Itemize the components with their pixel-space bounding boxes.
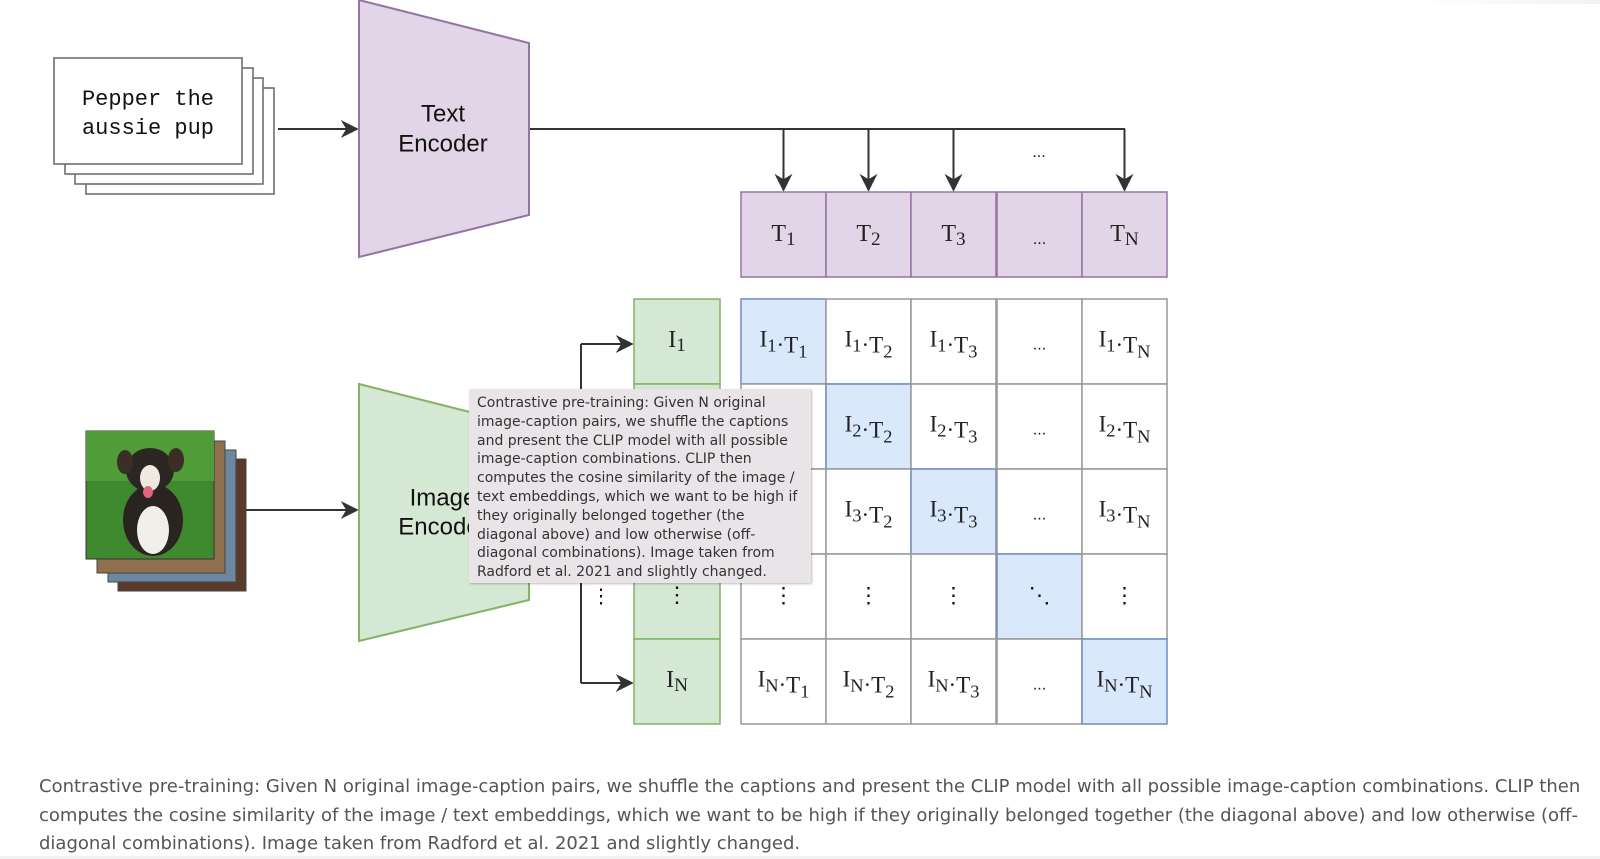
- matrix-ellipsis: ...: [1033, 507, 1046, 524]
- image-token-vdots: ⋮: [666, 582, 688, 607]
- text-token-label: T3: [941, 221, 965, 251]
- matrix-cell: [825, 638, 912, 725]
- image-token-cell: [633, 638, 721, 725]
- matrix-cell: [910, 298, 997, 385]
- matrix-product: IN·T1: [758, 667, 810, 702]
- matrix-ddots: ⋱: [1029, 582, 1051, 607]
- matrix-vdots: ⋮: [858, 582, 880, 607]
- figure-caption: Contrastive pre-training: Given N origin…: [39, 776, 1581, 854]
- puppy-ear: [168, 448, 184, 472]
- text-encoder-label: Encoder: [398, 130, 487, 157]
- matrix-vdots: ⋮: [773, 582, 795, 607]
- text-encoder-label: Text: [421, 100, 465, 127]
- matrix-ellipsis: ...: [1033, 422, 1046, 439]
- matrix-product: I3·T2: [845, 497, 893, 532]
- matrix-ellipsis: ...: [1033, 677, 1046, 694]
- text-arrow-ellipsis: ...: [1032, 144, 1045, 161]
- matrix-product: IN·TN: [1097, 667, 1153, 702]
- puppy-ear: [117, 450, 133, 474]
- matrix-cell-diagonal: [740, 298, 827, 385]
- matrix-product: I1·T3: [930, 327, 978, 362]
- image-token-label: IN: [666, 667, 688, 697]
- text-token-cell: [910, 191, 997, 278]
- matrix-cell: [1081, 553, 1168, 640]
- puppy-tongue: [143, 486, 153, 498]
- matrix-cell: [910, 383, 997, 470]
- matrix-cell-diagonal: [996, 553, 1083, 640]
- image-encoder-label: Image: [410, 484, 477, 511]
- text-encoder: [358, 0, 530, 259]
- caption-card: [53, 57, 243, 165]
- matrix-cell: [1081, 298, 1168, 385]
- matrix-cell-diagonal: [910, 468, 997, 555]
- matrix-cell: [996, 298, 1083, 385]
- puppy-photo-content: [86, 431, 214, 556]
- matrix-cell-diagonal: [1081, 638, 1168, 725]
- matrix-cell: [825, 468, 912, 555]
- text-token-cell: [740, 191, 827, 278]
- matrix-vdots: ⋮: [1114, 582, 1136, 607]
- matrix-cell: [910, 553, 997, 640]
- matrix-product: I1·T1: [760, 327, 808, 362]
- matrix-product: I2·T2: [845, 412, 893, 447]
- matrix-cell-diagonal: [825, 383, 912, 470]
- image-token-cell: [633, 298, 721, 385]
- matrix-cell: [1081, 383, 1168, 470]
- text-token-label: T2: [856, 221, 880, 251]
- matrix-cell: [825, 553, 912, 640]
- image-token-label: I1: [668, 327, 686, 357]
- puppy-chest: [137, 506, 169, 554]
- matrix-product: I3·TN: [1099, 497, 1151, 532]
- matrix-cell: [996, 383, 1083, 470]
- matrix-product: I1·T2: [845, 327, 893, 362]
- image-bus-vdots: ⋮: [591, 585, 611, 607]
- text-token-cell: [1081, 191, 1168, 278]
- matrix-product: I1·TN: [1099, 327, 1151, 362]
- matrix-product: I2·TN: [1099, 412, 1151, 447]
- matrix-cell: [996, 468, 1083, 555]
- text-token-label: TN: [1110, 221, 1139, 251]
- matrix-ellipsis: ...: [1033, 337, 1046, 354]
- top-right-shadow: [1410, 0, 1600, 4]
- caption-card-text: Pepper the: [82, 87, 214, 112]
- matrix-product: IN·T3: [928, 667, 980, 702]
- text-token-ellipsis: ...: [1033, 231, 1046, 248]
- matrix-product: I3·T3: [930, 497, 978, 532]
- tooltip: Contrastive pre-training: Given N origin…: [469, 389, 811, 583]
- bottom-bar: [0, 856, 1600, 859]
- text-token-cell: [996, 191, 1083, 278]
- caption-card-text: aussie pup: [82, 116, 214, 141]
- matrix-product: I2·T3: [930, 412, 978, 447]
- matrix-cell: [910, 638, 997, 725]
- text-token-label: T1: [771, 221, 795, 251]
- matrix-vdots: ⋮: [943, 582, 965, 607]
- puppy-muzzle: [140, 465, 160, 491]
- matrix-cell: [996, 638, 1083, 725]
- matrix-product: IN·T2: [843, 667, 895, 702]
- matrix-cell: [1081, 468, 1168, 555]
